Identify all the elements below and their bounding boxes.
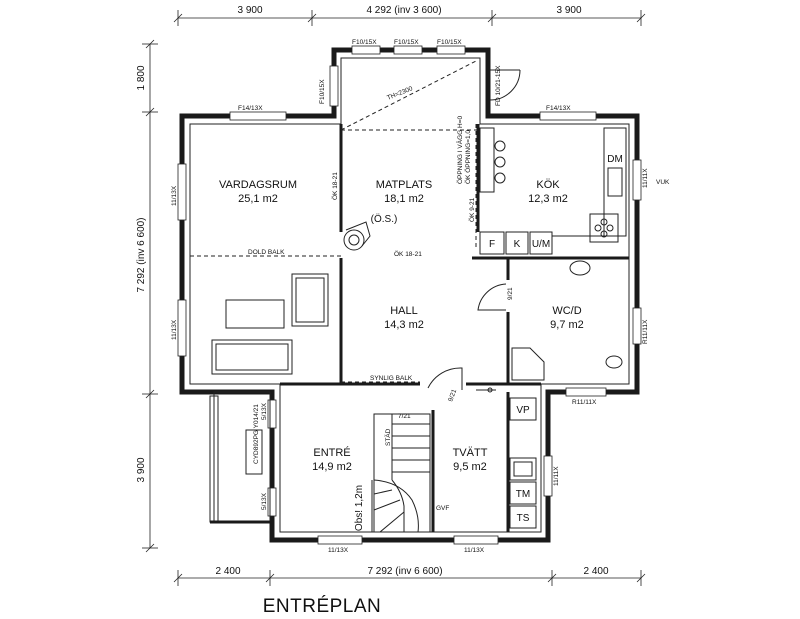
window-label-f14-right: F14/13X bbox=[546, 105, 571, 112]
exterior-walls bbox=[179, 47, 640, 543]
window-label-f10-1: F10/15X bbox=[352, 39, 377, 46]
kitchen-fixtures bbox=[479, 127, 627, 255]
window-label-bottom-left: 11/13X bbox=[328, 547, 349, 554]
window-label-laundry: 11/11X bbox=[553, 466, 560, 486]
visible-beam-label: SYNLIG BALK bbox=[370, 375, 413, 382]
living-room-furniture bbox=[211, 273, 329, 375]
vent-label: VUK bbox=[656, 179, 670, 186]
window-label-entre-lower: 5/13X bbox=[261, 492, 268, 510]
dishwasher-label: DM bbox=[607, 154, 623, 165]
room-name-hall: HALL bbox=[390, 305, 418, 317]
washer-label: TM bbox=[516, 489, 530, 500]
entrance-door-label: CYD892PG Y014/21 bbox=[253, 404, 260, 464]
window-label-right-upper: 11/11X bbox=[642, 168, 649, 188]
window-label-entre-upper: 5/13X bbox=[261, 402, 268, 420]
room-name-wcd: WC/D bbox=[552, 305, 581, 317]
window-label-f10-side: F10/15X bbox=[319, 79, 326, 104]
cooler-label: K bbox=[514, 239, 521, 250]
entrance-porch bbox=[209, 391, 272, 524]
hall-doors bbox=[427, 283, 507, 393]
stove-fireplace bbox=[343, 221, 371, 251]
room-area-vardagsrum: 25,1 m2 bbox=[238, 193, 278, 205]
room-name-kok: KÖK bbox=[536, 179, 560, 191]
closet-label: STÄD bbox=[384, 428, 392, 446]
window-label-left-upper: 11/13X bbox=[171, 185, 178, 206]
dim-top-right: 3 900 bbox=[556, 5, 581, 16]
dryer-label: TS bbox=[517, 513, 530, 524]
opening-label-height: ÖK ÖPPNING=1,0 bbox=[464, 130, 472, 184]
room-area-kok: 12,3 m2 bbox=[528, 193, 568, 205]
room-area-entre: 14,9 m2 bbox=[312, 461, 352, 473]
opening-label-living: ÖK 18-21 bbox=[331, 172, 339, 200]
fireplace-label: (Ö.S.) bbox=[371, 213, 398, 225]
patio-door bbox=[489, 69, 521, 101]
windows bbox=[177, 45, 642, 545]
dim-bottom-right: 2 400 bbox=[583, 566, 608, 577]
dim-bottom-left: 2 400 bbox=[215, 566, 240, 577]
dim-left-bottom: 3 900 bbox=[136, 457, 147, 482]
room-area-matplats: 18,1 m2 bbox=[384, 193, 424, 205]
dim-left-top: 1 800 bbox=[136, 65, 147, 90]
window-label-right-lower: R11/11X bbox=[642, 319, 649, 344]
staircase bbox=[371, 413, 431, 533]
window-label-f14-left: F14/13X bbox=[238, 105, 263, 112]
room-area-wcd: 9,7 m2 bbox=[550, 319, 584, 331]
window-label-fd: FD 10/21-15X bbox=[495, 65, 502, 106]
room-name-vardagsrum: VARDAGSRUM bbox=[219, 179, 297, 191]
opening-label-hall: ÖK 18-21 bbox=[394, 250, 422, 258]
opening-label-kitchen: ÖK 9-21 bbox=[468, 197, 476, 222]
oven-label: U/M bbox=[532, 239, 550, 250]
plan-title: ENTRÉPLAN bbox=[263, 596, 382, 617]
dimension-lines bbox=[142, 10, 646, 586]
hidden-beam-label: DOLD BALK bbox=[248, 249, 285, 256]
stair-note: Obs! 1,2m bbox=[354, 485, 365, 531]
window-label-left-lower: 11/13X bbox=[171, 319, 178, 340]
closet-door-label: 7/21 bbox=[398, 413, 411, 420]
heat-pump-label: VP bbox=[516, 405, 530, 416]
room-area-tvatt: 9,5 m2 bbox=[453, 461, 487, 473]
laundry-fixtures bbox=[509, 397, 537, 529]
window-label-f10-3: F10/15X bbox=[437, 39, 462, 46]
dim-bottom-middle: 7 292 (inv 6 600) bbox=[367, 566, 442, 577]
room-area-hall: 14,3 m2 bbox=[384, 319, 424, 331]
dim-top-middle: 4 292 (inv 3 600) bbox=[366, 5, 441, 16]
bathroom-fixtures bbox=[511, 260, 623, 381]
fridge-label: F bbox=[489, 239, 495, 250]
dim-top-left: 3 900 bbox=[237, 5, 262, 16]
room-name-entre: ENTRÉ bbox=[313, 446, 350, 459]
window-label-bottom-right: 11/13X bbox=[464, 547, 485, 554]
laundry-door-label: 9/21 bbox=[447, 388, 458, 403]
room-name-matplats: MATPLATS bbox=[376, 179, 432, 191]
interior-walls bbox=[280, 124, 629, 532]
wc-door-label: 9/21 bbox=[507, 287, 514, 300]
window-label-wc-bottom: R11/11X bbox=[572, 399, 597, 406]
room-name-tvatt: TVÄTT bbox=[453, 447, 488, 459]
opening-label-wall: ÖPPNING I VÄGG H=0 bbox=[456, 116, 464, 184]
floor-drain-label: GVF bbox=[436, 505, 449, 512]
window-label-f10-2: F10/15X bbox=[394, 39, 419, 46]
dim-left-middle: 7 292 (inv 6 600) bbox=[136, 217, 147, 292]
ceiling-height-line bbox=[340, 59, 479, 131]
